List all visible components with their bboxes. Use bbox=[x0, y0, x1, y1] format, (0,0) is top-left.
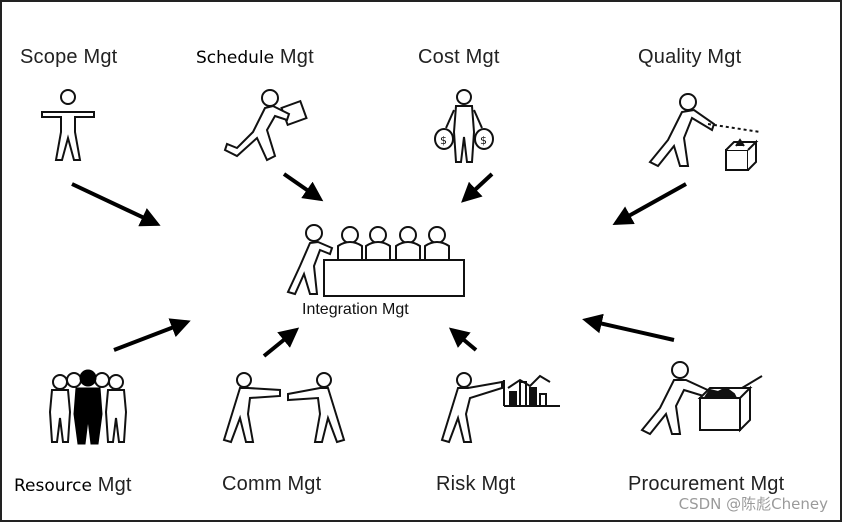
schedule-runner-icon bbox=[223, 89, 308, 162]
arrow-comm bbox=[262, 327, 300, 358]
risk-label: Risk Mgt bbox=[436, 473, 516, 495]
svg-text:$: $ bbox=[440, 134, 447, 147]
watermark: CSDN @陈彪Cheney bbox=[678, 495, 828, 513]
crate-icon bbox=[640, 361, 763, 436]
arrow-resource bbox=[113, 318, 191, 352]
arrow-scope bbox=[71, 182, 161, 227]
scope-label: Scope Mgt bbox=[20, 46, 118, 68]
team-icon bbox=[48, 369, 128, 445]
arrow-quality bbox=[612, 182, 687, 225]
comm-label: Comm Mgt bbox=[222, 473, 322, 495]
integration-team-icon bbox=[286, 224, 465, 297]
scope-figure-icon bbox=[41, 89, 95, 161]
svg-text:$: $ bbox=[480, 134, 487, 147]
arrow-schedule bbox=[282, 172, 324, 202]
quality-label: Quality Mgt bbox=[638, 46, 742, 68]
inspect-box-icon bbox=[648, 93, 761, 171]
arrow-procurement bbox=[582, 313, 675, 342]
cost-label: Cost Mgt bbox=[418, 46, 500, 68]
resource-label: Resource Mgt bbox=[14, 474, 132, 496]
handshake-icon bbox=[222, 372, 346, 444]
integration-label: Integration Mgt bbox=[302, 301, 409, 318]
arrow-risk bbox=[448, 327, 478, 352]
stock-chart-icon bbox=[440, 372, 560, 444]
schedule-label: Schedule Mgt bbox=[196, 46, 314, 68]
arrow-cost bbox=[461, 172, 494, 203]
seated-people bbox=[337, 226, 450, 263]
procurement-label: Procurement Mgt bbox=[628, 473, 785, 495]
money-bag-icon: $ $ bbox=[434, 89, 494, 163]
